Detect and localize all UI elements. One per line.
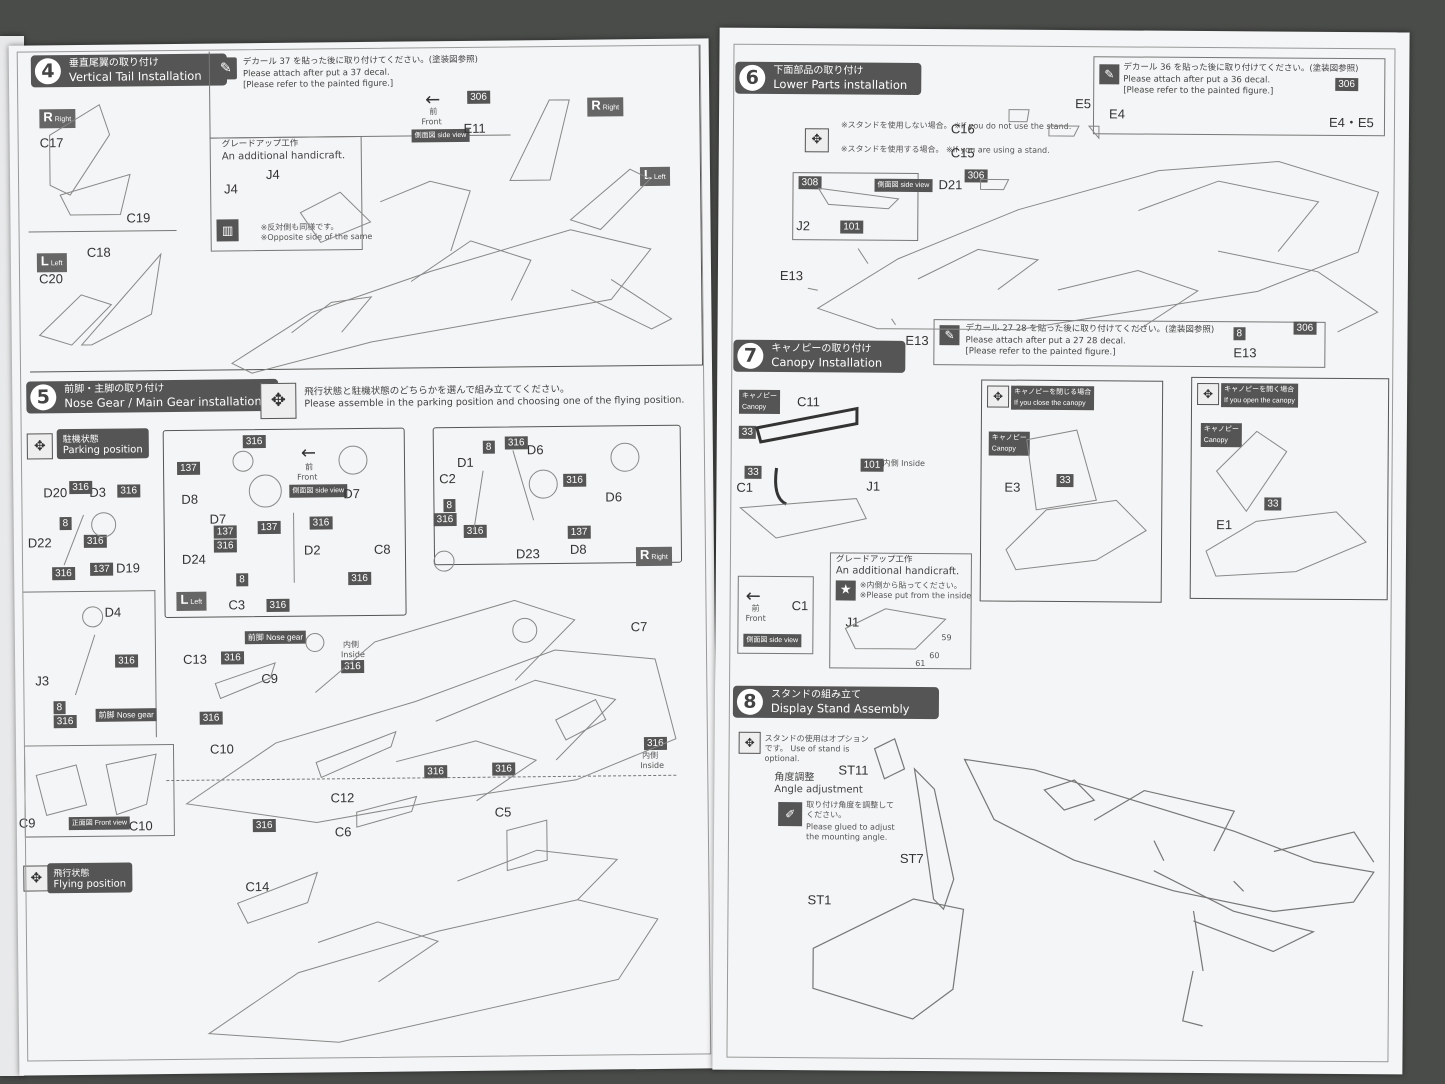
step4-aircraft-drawing [38, 99, 673, 374]
left-instruction-page: 4 垂直尾翼の取り付け Vertical Tail Installation ✎… [8, 38, 720, 1076]
step6-aircraft-drawing [807, 109, 1380, 333]
right-instruction-page: 6 下面部品の取り付け Lower Parts installation ✎ デ… [712, 27, 1410, 1075]
step5-aircraft-drawing [35, 442, 677, 1043]
left-page-border [16, 44, 712, 1062]
step7-canopy-drawing [739, 406, 1367, 650]
step8-stand-drawing [812, 737, 1375, 1027]
